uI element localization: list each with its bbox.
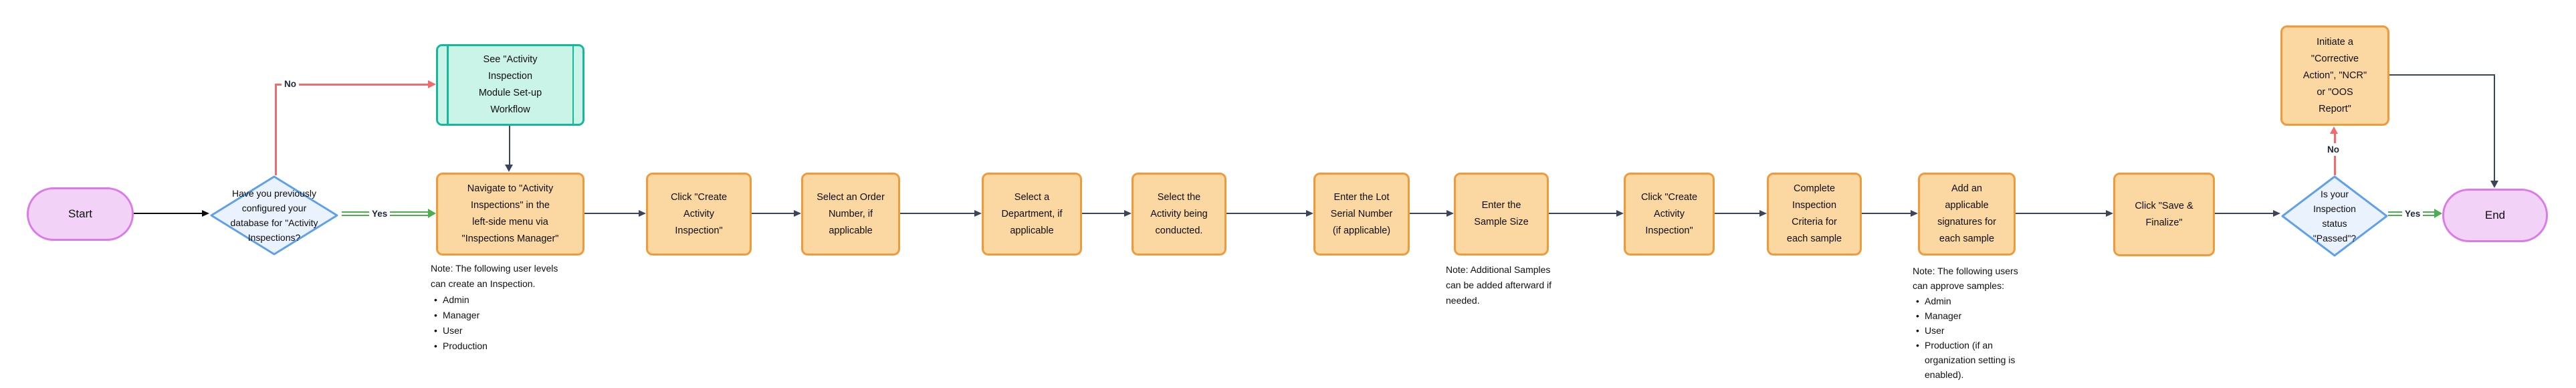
arrowhead-no-decision2	[2330, 126, 2338, 134]
label-yes-decision1: Yes	[369, 207, 391, 220]
note-bullet: Admin	[431, 292, 598, 308]
connector-department-to-activity	[1082, 213, 1124, 214]
decision-configured-database-shape	[210, 175, 338, 256]
predefined-process-sideline-right	[572, 46, 574, 124]
arrowhead-navigate-to-create1	[639, 210, 646, 217]
arrowhead-order-to-department	[974, 210, 982, 217]
connector-start-to-decision1	[134, 213, 202, 214]
step-select-order-number: Select an Order Number, if applicable	[801, 173, 900, 256]
step-initiate-corrective-action: Initiate a "Corrective Action", "NCR" or…	[2280, 25, 2389, 126]
arrowhead-predefined-to-navigate	[505, 165, 513, 172]
arrowhead-create1-to-order	[794, 210, 801, 217]
note-bullet: User	[1913, 323, 2054, 338]
start-node: Start	[27, 187, 134, 241]
step-click-create-activity-inspection-1: Click "Create Activity Inspection"	[646, 173, 752, 256]
arrowhead-yes-decision2	[2434, 209, 2442, 218]
connector-activity-to-lotserial	[1226, 213, 1306, 214]
arrowhead-no-to-predefined	[428, 80, 436, 88]
predefined-process-sideline-left	[447, 46, 449, 124]
decision-inspection-passed-shape	[2281, 175, 2388, 257]
arrowhead-save-to-decision2	[2273, 210, 2280, 217]
arrowhead-corrective-to-end	[2490, 181, 2498, 188]
note-bullet: Manager	[431, 308, 598, 323]
arrowhead-criteria-to-signatures	[1911, 210, 1918, 217]
note-additional-samples: Note: Additional Samples can be added af…	[1446, 264, 1551, 306]
step-select-department: Select a Department, if applicable	[982, 173, 1082, 256]
connector-corrective-horizontal	[2389, 74, 2495, 76]
label-no-decision1: No	[282, 78, 299, 90]
note-bullet: Production	[431, 338, 598, 354]
step-navigate-activity-inspections: Navigate to "Activity Inspections" in th…	[436, 173, 584, 256]
start-label: Start	[68, 207, 92, 220]
note-bullet: Manager	[1913, 308, 2054, 323]
connector-create2-to-criteria	[1715, 213, 1759, 214]
arrowhead-create2-to-criteria	[1759, 210, 1767, 217]
arrowhead-yes-decision1	[428, 209, 436, 218]
step-select-activity: Select the Activity being conducted.	[1132, 173, 1226, 256]
connector-corrective-vertical	[2494, 74, 2495, 181]
end-node: End	[2442, 189, 2548, 242]
step-add-signatures: Add an applicable signatures for each sa…	[1918, 173, 2016, 256]
note-approve-users: Note: The following users can approve sa…	[1913, 264, 2054, 382]
predefined-process-node: See "Activity Inspection Module Set-up W…	[436, 44, 584, 126]
note-bullet: Production (if an organization setting i…	[1913, 338, 2040, 382]
connector-samplesize-to-create2	[1549, 213, 1616, 214]
arrowhead-start-to-decision1	[202, 210, 209, 217]
arrowhead-samplesize-to-create2	[1616, 210, 1624, 217]
step-click-create-activity-inspection-2: Click "Create Activity Inspection"	[1624, 173, 1715, 256]
connector-lotserial-to-samplesize	[1410, 213, 1446, 214]
step-save-finalize: Click "Save & Finalize"	[2113, 173, 2215, 256]
predefined-process-label: See "Activity Inspection Module Set-up W…	[478, 54, 542, 115]
label-yes-decision2: Yes	[2402, 207, 2424, 220]
arrowhead-activity-to-lotserial	[1306, 210, 1313, 217]
connector-order-to-department	[900, 213, 974, 214]
note-create-user-levels: Note: The following user levels can crea…	[431, 261, 598, 354]
end-label: End	[2484, 209, 2506, 221]
label-no-decision2: No	[2325, 143, 2342, 156]
connector-predefined-to-navigate	[509, 126, 510, 165]
step-enter-sample-size: Enter the Sample Size	[1454, 173, 1549, 256]
decision-inspection-passed: Is your Inspection status "Passed"?	[2313, 189, 2357, 244]
note-create-user-levels-list: Admin Manager User Production	[431, 292, 598, 354]
arrowhead-signatures-to-save	[2106, 210, 2113, 217]
note-bullet: User	[431, 323, 598, 338]
connector-create1-to-order	[752, 213, 794, 214]
arrowhead-lotserial-to-samplesize	[1446, 210, 1454, 217]
note-bullet: Admin	[1913, 294, 2054, 308]
connector-no-horizontal-decision1	[275, 84, 428, 86]
connector-no-vertical-decision1	[275, 84, 277, 175]
step-complete-inspection-criteria: Complete Inspection Criteria for each sa…	[1767, 173, 1862, 256]
arrowhead-department-to-activity	[1124, 210, 1132, 217]
step-enter-lot-serial-number: Enter the Lot Serial Number (if applicab…	[1313, 173, 1410, 256]
connector-navigate-to-create1	[584, 213, 639, 214]
decision-configured-database: Have you previously configured your data…	[230, 188, 318, 243]
connector-criteria-to-signatures	[1862, 213, 1911, 214]
connector-save-to-decision2	[2215, 213, 2273, 214]
connector-signatures-to-save	[2016, 213, 2106, 214]
note-approve-users-list: Admin Manager User Production (if an org…	[1913, 294, 2054, 382]
